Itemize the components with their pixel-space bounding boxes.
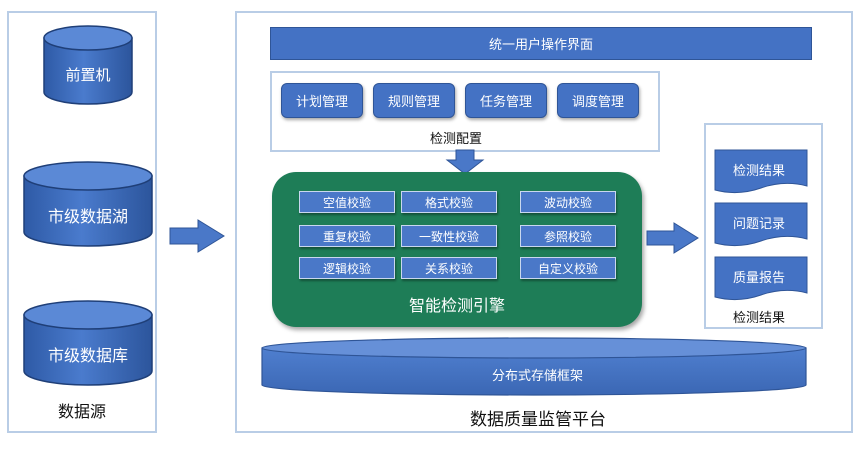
check-reference[interactable]: 参照校验 — [520, 225, 616, 247]
platform-caption: 数据质量监管平台 — [470, 410, 606, 430]
data-source-item-1: 前置机 — [65, 66, 111, 84]
unified-ui-bar: 统一用户操作界面 — [270, 27, 812, 60]
check-duplicate[interactable]: 重复校验 — [299, 225, 395, 247]
rule-management-button[interactable]: 规则管理 — [373, 83, 455, 118]
storage-label: 分布式存储框架 — [492, 369, 584, 384]
cylinder-city-database — [23, 300, 153, 386]
cylinder-front-machine — [43, 25, 133, 105]
schedule-management-button[interactable]: 调度管理 — [557, 83, 639, 118]
check-consistency[interactable]: 一致性校验 — [401, 225, 497, 247]
check-custom[interactable]: 自定义校验 — [520, 257, 616, 279]
doc-icon-result — [714, 149, 808, 194]
check-null[interactable]: 空值校验 — [299, 191, 395, 213]
data-source-item-3: 市级数据库 — [47, 346, 128, 365]
arrow-down-icon — [445, 149, 485, 175]
doc-icon-problem — [714, 202, 808, 247]
result-item-3: 质量报告 — [732, 271, 785, 286]
results-caption: 检测结果 — [733, 311, 786, 326]
check-relation[interactable]: 关系校验 — [401, 257, 497, 279]
check-logic[interactable]: 逻辑校验 — [299, 257, 395, 279]
plan-management-button[interactable]: 计划管理 — [281, 83, 363, 118]
result-item-2: 问题记录 — [732, 217, 785, 232]
engine-caption: 智能检测引擎 — [409, 296, 506, 315]
data-source-item-2: 市级数据湖 — [47, 207, 128, 226]
result-item-1: 检测结果 — [732, 164, 785, 179]
arrow-right-small-icon — [646, 222, 699, 254]
data-source-caption: 数据源 — [58, 402, 107, 421]
check-format[interactable]: 格式校验 — [401, 191, 497, 213]
arrow-right-icon — [169, 219, 225, 253]
check-fluctuation[interactable]: 波动校验 — [520, 191, 616, 213]
cylinder-city-data-lake — [23, 161, 153, 247]
task-management-button[interactable]: 任务管理 — [465, 83, 547, 118]
doc-icon-report — [714, 256, 808, 301]
config-caption: 检测配置 — [430, 132, 483, 147]
